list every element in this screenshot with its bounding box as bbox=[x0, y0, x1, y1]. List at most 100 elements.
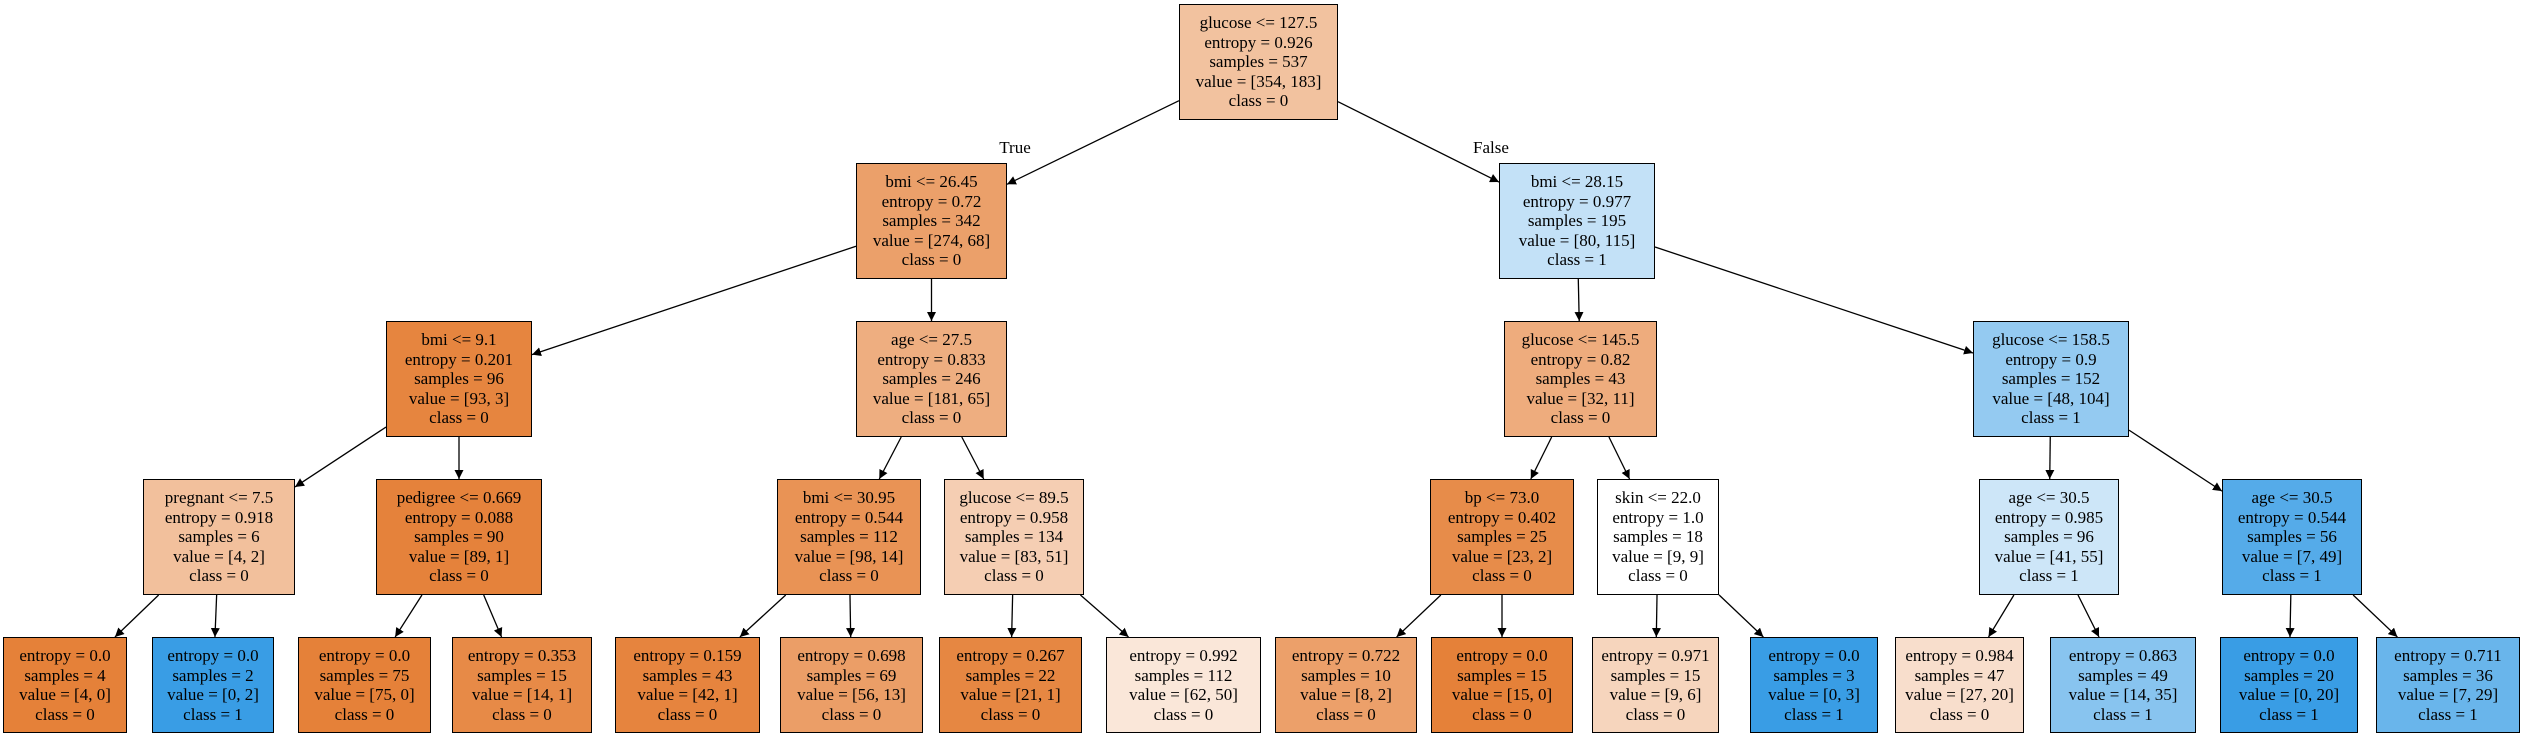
node-text-line: class = 0 bbox=[980, 704, 1041, 724]
node-text-line: samples = 96 bbox=[414, 369, 504, 389]
node-text-line: bmi <= 30.95 bbox=[802, 488, 896, 508]
node-text-line: samples = 47 bbox=[1914, 665, 2005, 685]
node-text-line: entropy = 0.833 bbox=[877, 349, 986, 369]
tree-edge bbox=[2077, 594, 2100, 638]
node-text-line: samples = 112 bbox=[800, 527, 898, 547]
tree-edge bbox=[1608, 436, 1631, 480]
tree-edge bbox=[483, 594, 503, 638]
node-text-line: entropy = 0.918 bbox=[164, 507, 274, 527]
node-text-line: class = 0 bbox=[1628, 566, 1688, 586]
node-text-line: class = 0 bbox=[657, 704, 718, 724]
node-text-line: class = 0 bbox=[1228, 91, 1289, 111]
node-text-line: glucose <= 89.5 bbox=[959, 488, 1069, 508]
node-text-line: glucose <= 158.5 bbox=[1992, 330, 2110, 350]
node-text-line: value = [32, 11] bbox=[1526, 388, 1635, 408]
node-text-line: value = [7, 29] bbox=[2397, 685, 2499, 704]
tree-edge bbox=[1007, 594, 1017, 638]
tree-edge bbox=[2045, 436, 2055, 480]
node-text-line: value = [75, 0] bbox=[314, 685, 415, 704]
node-text-line: entropy = 0.544 bbox=[2237, 507, 2347, 527]
node-text-line: samples = 18 bbox=[1613, 527, 1703, 547]
node-text-line: samples = 134 bbox=[964, 527, 1064, 547]
node-text-line: class = 0 bbox=[984, 566, 1044, 586]
node-text-line: value = [62, 50] bbox=[1129, 685, 1238, 704]
tree-edge bbox=[2285, 594, 2295, 638]
node-text-line: samples = 25 bbox=[1457, 527, 1547, 547]
tree-edge bbox=[739, 594, 787, 638]
node-text-line: value = [89, 1] bbox=[408, 546, 510, 566]
node-text-line: value = [21, 1] bbox=[960, 685, 1061, 704]
tree-edge bbox=[394, 594, 423, 638]
node-text-line: entropy = 0.971 bbox=[1601, 646, 1710, 665]
node-text-line: value = [48, 104] bbox=[1992, 388, 2110, 408]
node-text-line: entropy = 0.267 bbox=[956, 646, 1065, 665]
node-text-line: bp <= 73.0 bbox=[1464, 488, 1540, 508]
node-text-line: samples = 22 bbox=[965, 665, 1056, 685]
node-text-line: class = 0 bbox=[1929, 704, 1990, 724]
tree-edge bbox=[294, 426, 387, 488]
node-text-line: samples = 96 bbox=[2004, 527, 2094, 547]
node-text-line: samples = 20 bbox=[2244, 665, 2334, 685]
node-text-line: samples = 43 bbox=[1535, 369, 1626, 389]
node-text-line: bmi <= 9.1 bbox=[421, 330, 497, 350]
node-text-line: class = 0 bbox=[492, 704, 552, 724]
node-text-line: entropy = 0.353 bbox=[467, 646, 577, 665]
node-text-line: value = [41, 55] bbox=[1994, 546, 2104, 566]
node-text-line: entropy = 0.863 bbox=[2068, 646, 2178, 665]
node-text-line: entropy = 0.9 bbox=[2005, 349, 2097, 369]
node-text-line: age <= 30.5 bbox=[2251, 488, 2333, 508]
node-text-line: entropy = 0.0 bbox=[19, 646, 111, 665]
node-text-line: class = 0 bbox=[429, 566, 489, 586]
node-text-line: pregnant <= 7.5 bbox=[164, 488, 274, 508]
node-text-line: samples = 15 bbox=[1610, 665, 1701, 685]
node-text-line: value = [15, 0] bbox=[1451, 685, 1553, 704]
node-text-line: class = 0 bbox=[429, 408, 489, 428]
true-edge-label: True bbox=[999, 138, 1031, 157]
node-text-line: class = 1 bbox=[2093, 704, 2153, 724]
tree-edge bbox=[961, 436, 985, 480]
node-text-line: value = [27, 20] bbox=[1905, 685, 2014, 704]
node-text-line: class = 0 bbox=[334, 704, 395, 724]
tree-edge bbox=[846, 594, 856, 638]
tree-edge bbox=[1006, 100, 1180, 185]
node-text-line: samples = 342 bbox=[882, 211, 981, 231]
node-text-line: value = [98, 14] bbox=[794, 546, 904, 566]
tree-edge bbox=[878, 436, 902, 480]
node-text-line: entropy = 0.0 bbox=[1768, 646, 1860, 665]
node-text-line: entropy = 0.977 bbox=[1522, 191, 1632, 211]
node-text-line: value = [83, 51] bbox=[959, 546, 1069, 566]
node-text-line: bmi <= 26.45 bbox=[885, 172, 978, 192]
node-text-line: value = [274, 68] bbox=[872, 230, 991, 250]
node-text-line: value = [181, 65] bbox=[872, 388, 991, 408]
node-text-line: class = 1 bbox=[183, 704, 243, 724]
node-text-line: value = [0, 20] bbox=[2238, 685, 2340, 704]
tree-edge bbox=[2352, 594, 2398, 638]
node-text-line: class = 0 bbox=[1472, 566, 1532, 586]
node-text-line: entropy = 0.0 bbox=[167, 646, 259, 665]
false-edge-label: False bbox=[1473, 138, 1509, 157]
node-text-line: entropy = 0.958 bbox=[959, 507, 1069, 527]
node-text-line: value = [0, 3] bbox=[1768, 685, 1860, 704]
node-text-line: entropy = 1.0 bbox=[1612, 507, 1704, 527]
node-text-line: value = [56, 13] bbox=[797, 685, 906, 704]
tree-edge bbox=[1651, 594, 1661, 638]
node-text-line: entropy = 0.992 bbox=[1129, 646, 1238, 665]
